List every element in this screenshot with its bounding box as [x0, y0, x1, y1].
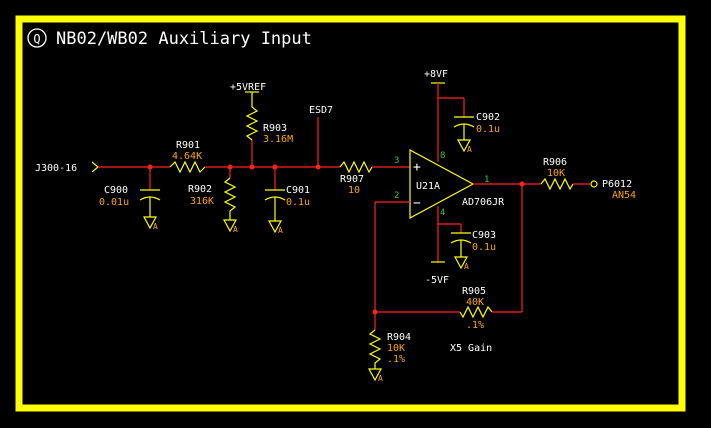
u21a-pin3: 3 — [394, 156, 399, 166]
pos5vref-label: +5VREF — [230, 82, 266, 93]
output-net-label: AN54 — [612, 190, 636, 201]
r903-value: 3.16M — [263, 134, 293, 145]
c901-ground-icon — [267, 220, 283, 234]
gain-note: X5 Gain — [450, 343, 492, 354]
c903-ground-label: A — [464, 262, 469, 271]
r903-ref: R903 — [263, 123, 287, 134]
c903-ref: C903 — [472, 230, 496, 241]
r901-value: 4.64K — [172, 151, 202, 162]
r905-value: 40K — [466, 297, 484, 308]
output-ref-label: P6012 — [602, 179, 632, 190]
u21a-minus: − — [413, 196, 421, 211]
r902-ground-icon — [222, 219, 238, 233]
title-badge-circle — [27, 28, 47, 48]
r904-resistor — [368, 329, 382, 369]
r904-ground-label: A — [378, 374, 383, 383]
input-connector-symbol — [91, 161, 99, 173]
c900-ground-icon — [142, 216, 158, 230]
u21a-plus: + — [413, 160, 421, 175]
title-block: Q NB02/WB02 Auxiliary Input — [27, 28, 312, 49]
c903-value: 0.1u — [472, 242, 496, 253]
u21a-pin8: 8 — [440, 151, 445, 161]
r905-tolerance: .1% — [466, 320, 484, 331]
junction-r902 — [227, 164, 233, 170]
c903-ground-icon — [453, 256, 469, 270]
r902-value: 316K — [190, 196, 214, 207]
title-badge: Q — [33, 32, 40, 46]
r903-resistor — [245, 92, 259, 141]
c900-ref: C900 — [104, 185, 128, 196]
r902-ground-label: A — [233, 225, 238, 234]
r902-resistor — [223, 177, 237, 220]
r906-resistor — [540, 177, 574, 191]
c900-ground-label: A — [153, 222, 158, 231]
r907-ref: R907 — [340, 174, 364, 185]
esd7-label: ESD7 — [309, 105, 333, 116]
r905-resistor — [459, 305, 493, 319]
output-connector-symbol — [590, 180, 598, 188]
u21a-opamp-symbol — [409, 148, 475, 220]
pos8vf-label: +8VF — [424, 69, 448, 80]
u21a-pin2: 2 — [394, 191, 399, 201]
c902-ref: C902 — [476, 112, 500, 123]
junction-feedback — [372, 309, 378, 315]
c902-ground-icon — [456, 139, 472, 153]
r907-resistor — [339, 160, 373, 174]
r905-ref: R905 — [462, 286, 486, 297]
u21a-ref: U21A — [416, 181, 440, 192]
r907-value: 10 — [348, 185, 360, 196]
junction-output — [519, 181, 525, 187]
neg5vf-label: -5VF — [425, 275, 449, 286]
r906-ref: R906 — [543, 157, 567, 168]
r901-ref: R901 — [176, 140, 200, 151]
r904-ref: R904 — [387, 332, 411, 343]
u21a-pin4: 4 — [440, 208, 445, 218]
r902-ref: R902 — [188, 184, 212, 195]
junction-c900 — [147, 164, 153, 170]
u21a-pin1: 1 — [484, 175, 489, 185]
c901-value: 0.1u — [286, 197, 310, 208]
c900-value: 0.01u — [99, 197, 129, 208]
r901-resistor — [169, 160, 206, 174]
junction-c901 — [272, 164, 278, 170]
c901-ground-label: A — [278, 226, 283, 235]
page-title: NB02/WB02 Auxiliary Input — [56, 29, 312, 49]
r904-tolerance: .1% — [387, 354, 405, 365]
c901-ref: C901 — [286, 185, 310, 196]
junction-r903 — [249, 164, 255, 170]
c902-value: 0.1u — [476, 124, 500, 135]
r904-ground-icon — [367, 368, 383, 382]
frame-border — [15, 15, 686, 412]
input-net-label: J300-16 — [35, 163, 77, 174]
junction-esd7 — [315, 164, 321, 170]
r906-value: 10K — [547, 168, 565, 179]
c902-ground-label: A — [467, 145, 472, 154]
r904-value: 10K — [387, 343, 405, 354]
u21a-part: AD706JR — [462, 197, 505, 208]
